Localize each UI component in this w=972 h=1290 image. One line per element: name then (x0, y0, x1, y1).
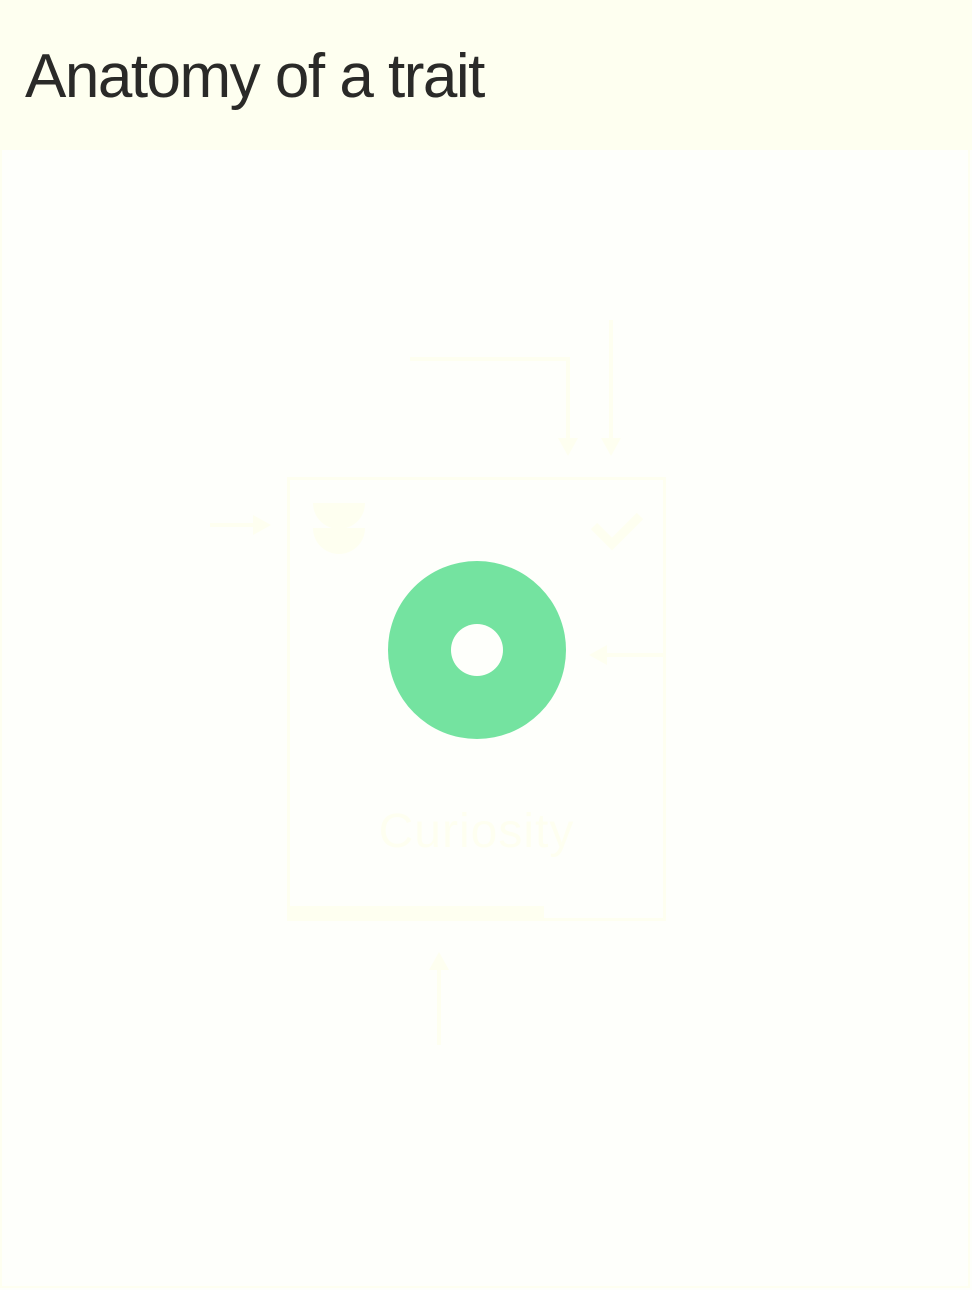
arrow-left (210, 515, 271, 535)
stacked-half-circles-icon (313, 503, 365, 554)
arrow-top-straight (601, 320, 621, 456)
diagram-canvas (0, 150, 970, 1288)
ring-icon (388, 561, 566, 739)
trait-card: Curiosity (287, 477, 666, 921)
arrow-bottom (429, 952, 449, 1045)
trait-progress-track (290, 906, 663, 918)
header: Anatomy of a trait (0, 0, 972, 150)
page-title: Anatomy of a trait (25, 42, 485, 111)
trait-progress-fill (290, 906, 544, 918)
arrow-top-elbow (410, 357, 578, 456)
trait-label: Curiosity (378, 805, 575, 858)
arrow-right (589, 645, 665, 665)
ring-hole (451, 624, 503, 676)
checkmark-icon (590, 512, 644, 551)
